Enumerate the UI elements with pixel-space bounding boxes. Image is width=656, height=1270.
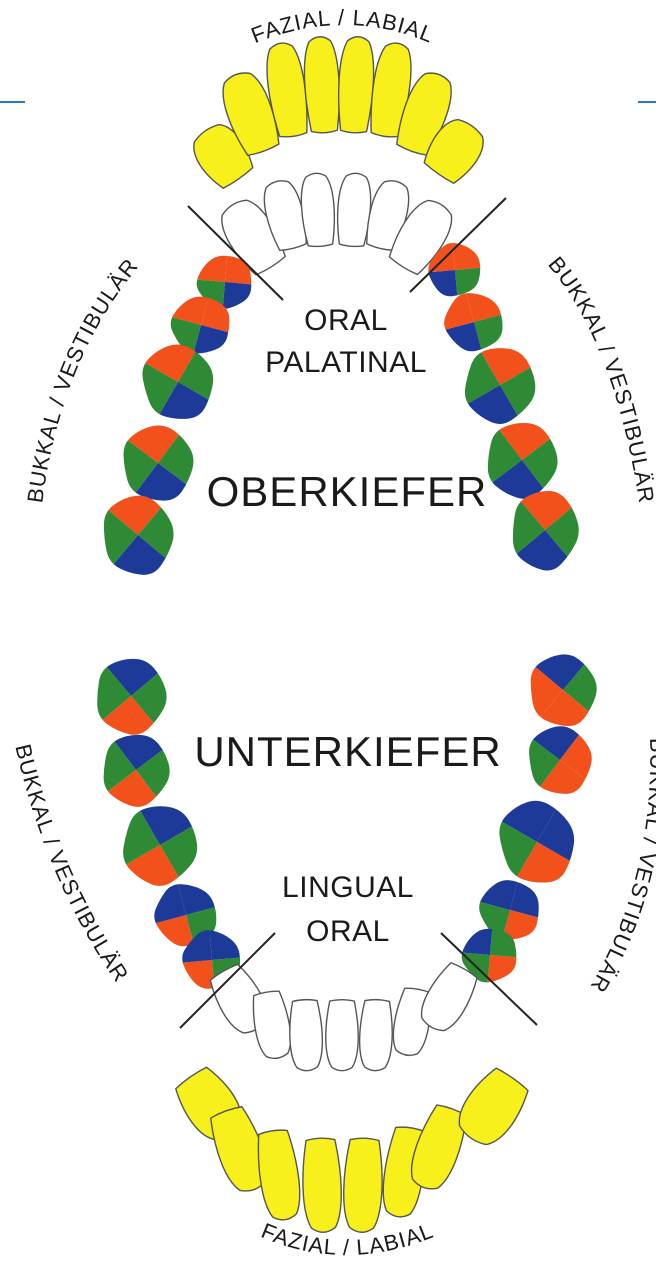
yellow-tooth-crown-icon: [336, 36, 375, 134]
white-tooth-crown-icon: [289, 999, 324, 1071]
tooth-surface-sector: [477, 525, 608, 599]
yellow-tooth-crown-icon: [342, 1138, 383, 1233]
yellow-tooth-crown-icon: [254, 1128, 304, 1222]
yellow-tooth-crown-icon: [302, 36, 341, 134]
tooth-surface-sector: [75, 530, 206, 604]
tooth-surface-sector: [540, 467, 614, 598]
upper-posterior-teeth: [70, 211, 614, 603]
lower-jaw-title: UNTERKIEFER: [194, 728, 501, 775]
upper-facial-teeth: [186, 36, 492, 193]
lower-facial-teeth: [170, 1063, 534, 1233]
upper-right-buccal-label: BUKKAL / VESTIBULÄR: [543, 252, 656, 506]
tooth-surface-sector: [501, 628, 620, 695]
lower-posterior-teeth: [66, 628, 625, 1027]
upper-facial-label: FAZIAL / LABIAL: [248, 5, 438, 48]
white-tooth-crown-icon: [326, 1000, 358, 1071]
upper-oral-label: ORAL: [304, 304, 388, 337]
yellow-tooth-crown-icon: [301, 1138, 342, 1233]
upper-palatinal-label: PALATINAL: [265, 346, 427, 379]
lower-right-buccal-label: BUKKAL / VESTIBULÄR: [585, 738, 656, 998]
upper-oral-teeth: [213, 172, 460, 279]
white-tooth-crown-icon: [249, 989, 294, 1061]
white-tooth-crown-icon: [359, 999, 394, 1071]
tooth-surface-sector: [70, 472, 144, 603]
lower-oral-teeth: [205, 959, 482, 1071]
upper-jaw-title: OBERKIEFER: [207, 468, 488, 515]
lower-lingual-label: LINGUAL: [282, 871, 414, 904]
tooth-surface-sector: [71, 631, 196, 701]
lower-oral-label: ORAL: [306, 915, 390, 948]
